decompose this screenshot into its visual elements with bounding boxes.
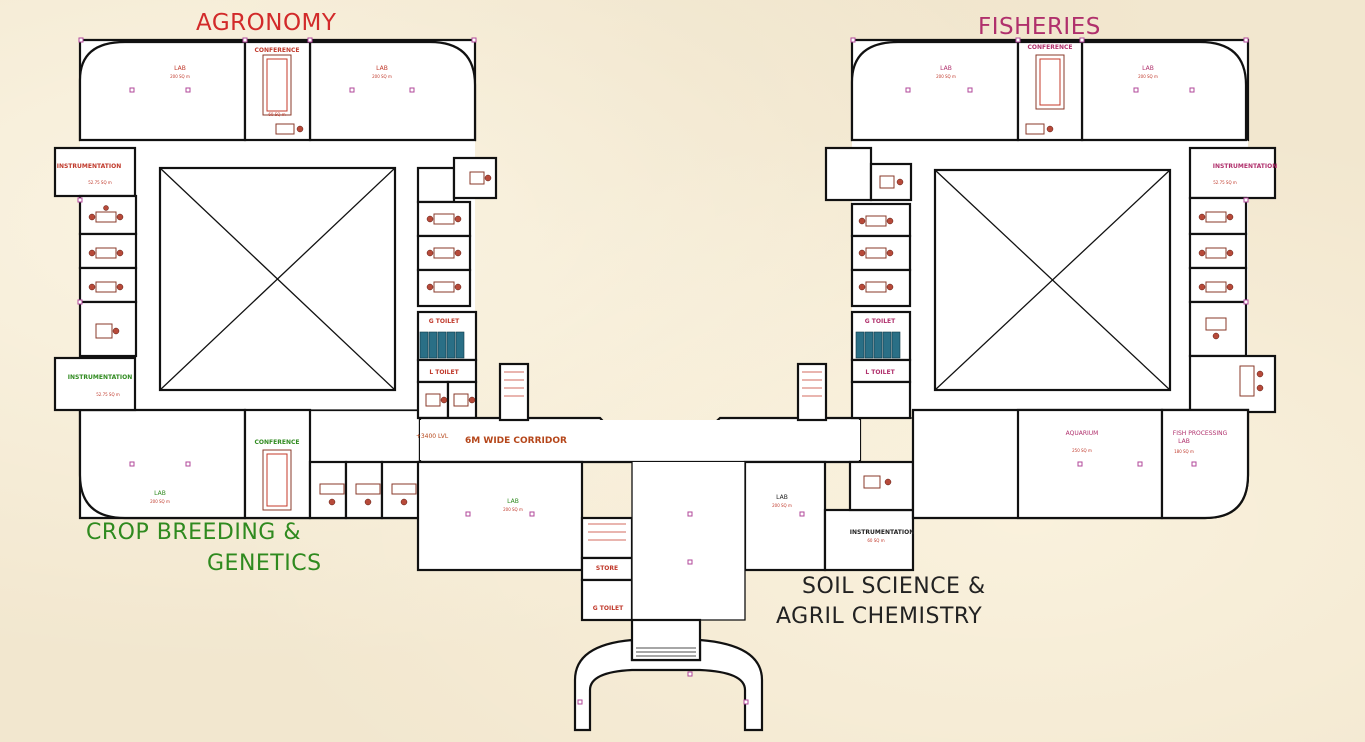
center-right-lab-label: LAB bbox=[776, 494, 788, 501]
conference-table-top bbox=[262, 54, 292, 116]
right-lab-2-label: LAB bbox=[1142, 65, 1154, 72]
right-conference-label: CONFERENCE bbox=[1028, 44, 1073, 51]
aquarium-label: AQUARIUM bbox=[1066, 430, 1099, 437]
right-top-lab-1 bbox=[850, 40, 1020, 142]
fish-processing-area: 180 SQ m bbox=[1174, 449, 1194, 454]
left-lab-2-label: LAB bbox=[376, 65, 388, 72]
left-lab-1-area: 200 SQ m bbox=[170, 74, 190, 79]
entrance-porch bbox=[573, 638, 764, 732]
cabin-furniture bbox=[88, 123, 1264, 506]
right-instrumentation-area: 52.75 SQ m bbox=[1213, 180, 1237, 185]
fish-processing-label-2: LAB bbox=[1178, 438, 1190, 445]
entrance-foyer bbox=[630, 618, 702, 662]
left-bottom-lab-area: 200 SQ m bbox=[150, 499, 170, 504]
soil-science-label-line2: AGRIL CHEMISTRY bbox=[776, 604, 983, 629]
fish-processing-lab bbox=[1160, 408, 1250, 520]
right-staircase bbox=[796, 362, 828, 422]
crop-breeding-label-line1: CROP BREEDING & bbox=[86, 520, 301, 545]
right-lab-1-area: 200 SQ m bbox=[936, 74, 956, 79]
corridor-label: 6M WIDE CORRIDOR bbox=[465, 436, 567, 446]
right-wing bbox=[824, 38, 1277, 520]
fish-processing-label: FISH PROCESSING bbox=[1173, 430, 1228, 437]
store-label: STORE bbox=[596, 565, 618, 572]
center-instrumentation-area: 60 SQ m bbox=[867, 538, 884, 543]
conference-table-bottom bbox=[262, 449, 292, 511]
left-instrumentation-top-area: 52.75 SQ m bbox=[88, 180, 112, 185]
left-staircase bbox=[498, 362, 530, 422]
soil-science-label-line1: SOIL SCIENCE & bbox=[802, 574, 986, 599]
right-instrumentation bbox=[1188, 146, 1277, 200]
center-left-lab-label: LAB bbox=[507, 498, 519, 505]
left-top-lab-1 bbox=[78, 40, 247, 142]
center-instrumentation-label: INSTRUMENTATION bbox=[850, 529, 915, 536]
right-lab-2-area: 200 SQ m bbox=[1138, 74, 1158, 79]
crop-breeding-label-line2: GENETICS bbox=[207, 551, 322, 576]
left-lab-1-label: LAB bbox=[174, 65, 186, 72]
left-toilet-stalls bbox=[419, 331, 465, 359]
aquarium-area: 250 SQ m bbox=[1072, 448, 1092, 453]
center-instrumentation bbox=[823, 508, 915, 572]
center-right-lab-area: 200 SQ m bbox=[772, 503, 792, 508]
left-instrumentation-bottom bbox=[53, 356, 137, 412]
center-left-lab-area: 200 SQ m bbox=[503, 507, 523, 512]
left-bottom-lab-1 bbox=[78, 408, 247, 520]
column-markers bbox=[77, 37, 1249, 705]
left-instrumentation-top bbox=[53, 146, 137, 198]
left-g-toilet-label: G TOILET bbox=[429, 318, 460, 325]
left-instrumentation-top-label: INSTRUMENTATION bbox=[57, 163, 122, 170]
left-top-lab-2 bbox=[308, 40, 477, 142]
right-g-toilet-label: G TOILET bbox=[865, 318, 896, 325]
right-top-lab-2 bbox=[1080, 40, 1248, 142]
left-bottom-lab-label: LAB bbox=[154, 490, 166, 497]
right-l-toilet-label: L TOILET bbox=[865, 369, 895, 376]
center-right-lab bbox=[743, 460, 827, 572]
left-top-conference-area: 60 SQ m bbox=[268, 112, 285, 117]
left-bottom-conference-label: CONFERENCE bbox=[255, 439, 300, 446]
fisheries-department-label: FISHERIES bbox=[978, 14, 1101, 40]
left-top-conference-label: CONFERENCE bbox=[255, 47, 300, 54]
left-l-toilet-label: L TOILET bbox=[429, 369, 459, 376]
right-toilet-stalls bbox=[855, 331, 901, 359]
central-g-toilet-label: G TOILET bbox=[593, 605, 624, 612]
left-instrumentation-bottom-area: 52.75 SQ m bbox=[96, 392, 120, 397]
corridor-level-label: +3400 LVL bbox=[416, 433, 449, 440]
left-instrumentation-bottom-label: INSTRUMENTATION bbox=[68, 374, 133, 381]
right-lab-1-label: LAB bbox=[940, 65, 952, 72]
central-block bbox=[416, 362, 915, 732]
room-labels: LAB 200 SQ m LAB 200 SQ m CONFERENCE 60 … bbox=[57, 44, 1278, 612]
left-lab-2-area: 200 SQ m bbox=[372, 74, 392, 79]
agronomy-department-label: AGRONOMY bbox=[196, 10, 337, 36]
right-instrumentation-label: INSTRUMENTATION bbox=[1213, 163, 1278, 170]
central-g-toilet bbox=[580, 578, 634, 622]
center-left-lab bbox=[416, 460, 584, 572]
